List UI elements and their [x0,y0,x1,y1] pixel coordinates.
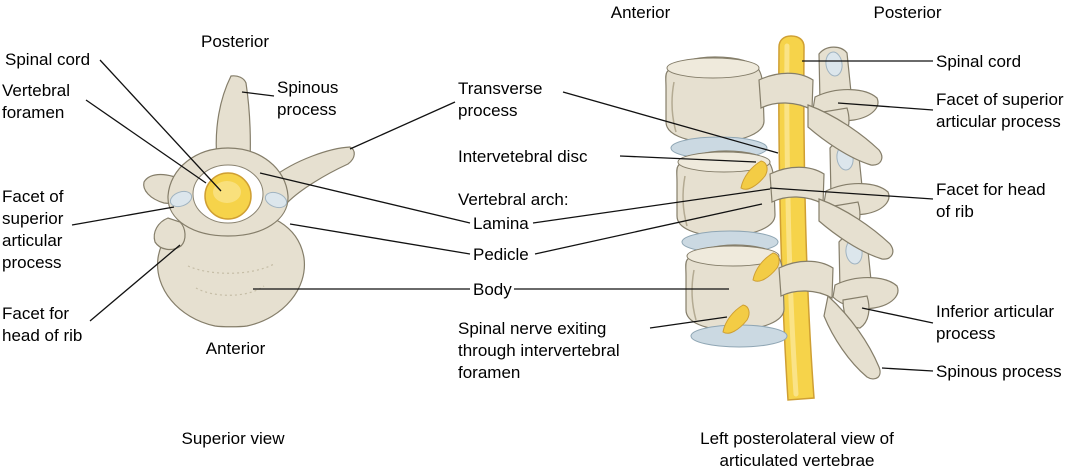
spinal-cord-shape [204,172,252,220]
label-facet-superior-articular-left: Facet of superior articular process [2,187,64,273]
superior-articular-facet-shapes [169,190,288,209]
label-vertebral-foramen: Vertebral foramen [2,81,71,123]
direction-label-posterior-left: Posterior [200,32,270,51]
label-transverse-process: Transverse process [458,79,543,121]
leader-lines [71,59,934,372]
lateral-view-artwork [665,35,899,401]
caption-superior-view: Superior view [181,429,285,448]
label-spinal-cord-right: Spinal cord [936,52,1022,71]
label-facet-head-of-rib-left: Facet for head of rib [2,304,83,346]
label-spinal-cord-left: Spinal cord [5,50,91,69]
label-facet-head-of-rib-right: Facet for head of rib [936,180,1046,222]
spinal-nerve-shapes [722,160,780,334]
direction-label-posterior-right: Posterior [873,3,942,22]
label-body: Body [473,280,512,299]
label-facet-superior-articular-right: Facet of superior articular process [936,90,1064,132]
facet-head-of-rib-shape [153,217,186,251]
superior-view-artwork [143,75,355,328]
label-intervertebral-disc: Intervetebral disc [458,147,588,166]
spinous-process-shapes [807,104,894,380]
label-spinal-nerve: Spinal nerve exiting through interverteb… [458,319,620,383]
label-inferior-articular-process: Inferior articular process [936,302,1055,344]
caption-lateral-view: Left posterolateral view of articulated … [700,429,894,471]
direction-label-anterior-left: Anterior [205,339,266,358]
direction-label-anterior-right: Anterior [610,3,671,22]
label-spinous-process-left: Spinous process [277,78,339,120]
label-spinous-process-right: Spinous process [936,362,1062,381]
label-lamina: Lamina [473,214,529,233]
label-vertebral-arch-heading: Vertebral arch: [458,190,569,209]
label-pedicle: Pedicle [473,245,529,264]
spinous-process-shape [215,75,251,163]
